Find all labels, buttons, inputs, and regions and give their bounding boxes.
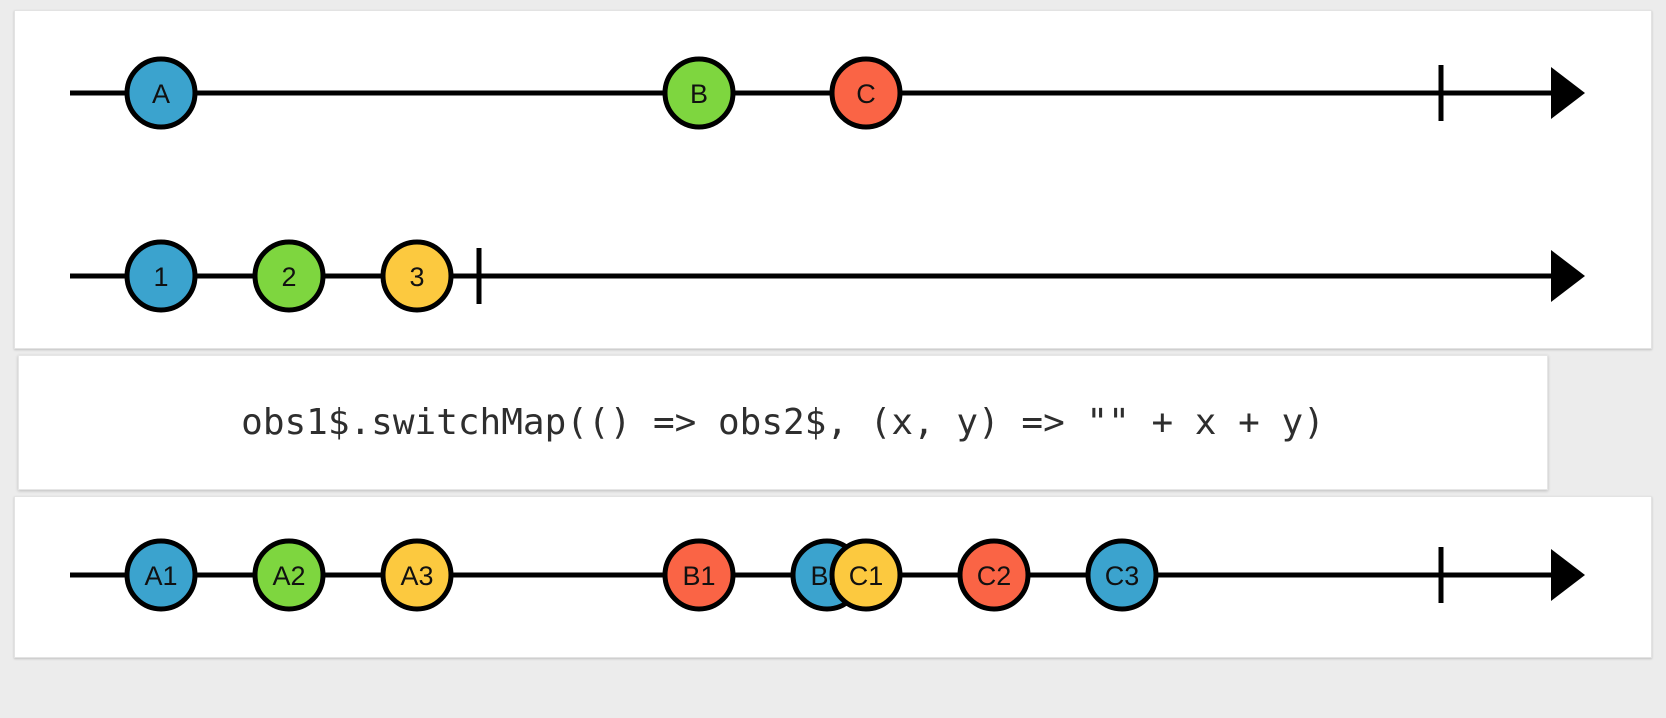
marble-label: A2 bbox=[272, 561, 305, 591]
timeline-arrow-icon bbox=[1551, 549, 1585, 601]
marble-label: B1 bbox=[682, 561, 715, 591]
marble-a[interactable]: A bbox=[124, 56, 198, 130]
marble-b1[interactable]: B1 bbox=[662, 538, 736, 612]
marble-2[interactable]: 2 bbox=[252, 239, 326, 313]
timeline-arrow-icon bbox=[1551, 67, 1585, 119]
marble-label: A bbox=[152, 79, 170, 109]
marble-circle[interactable] bbox=[380, 538, 454, 612]
marble-circle[interactable] bbox=[957, 538, 1031, 612]
marble-circle[interactable] bbox=[252, 239, 326, 313]
marble-circle[interactable] bbox=[252, 538, 326, 612]
marble-a3[interactable]: A3 bbox=[380, 538, 454, 612]
marble-circle[interactable] bbox=[124, 538, 198, 612]
timeline-obs2: 1 2 3 bbox=[15, 183, 1651, 350]
marble-1[interactable]: 1 bbox=[124, 239, 198, 313]
timeline-arrow-icon bbox=[1551, 250, 1585, 302]
marble-circle[interactable] bbox=[1085, 538, 1159, 612]
marble-circle[interactable] bbox=[380, 239, 454, 313]
marble-label: A3 bbox=[400, 561, 433, 591]
marble-label: A1 bbox=[144, 561, 177, 591]
marble-label: 2 bbox=[281, 262, 296, 292]
marble-c3[interactable]: C3 bbox=[1085, 538, 1159, 612]
marble-circle[interactable] bbox=[124, 239, 198, 313]
marble-label: C bbox=[856, 79, 876, 109]
marble-c[interactable]: C bbox=[829, 56, 903, 130]
marble-label: C1 bbox=[849, 561, 884, 591]
marble-label: B bbox=[690, 79, 708, 109]
marble-circle[interactable] bbox=[829, 56, 903, 130]
marble-circle[interactable] bbox=[662, 538, 736, 612]
timeline-obs1: A B C bbox=[15, 11, 1651, 348]
marble-b[interactable]: B bbox=[662, 56, 736, 130]
marble-circle[interactable] bbox=[124, 56, 198, 130]
operator-code-text: obs1$.switchMap(() => obs2$, (x, y) => "… bbox=[241, 402, 1325, 443]
marble-a1[interactable]: A1 bbox=[124, 538, 198, 612]
input-timelines-panel: A B C 1 2 3 bbox=[14, 10, 1652, 349]
operator-code-panel: obs1$.switchMap(() => obs2$, (x, y) => "… bbox=[18, 355, 1548, 490]
marble-circle[interactable] bbox=[829, 538, 903, 612]
marble-label: 1 bbox=[153, 262, 168, 292]
marble-c2[interactable]: C2 bbox=[957, 538, 1031, 612]
marble-3[interactable]: 3 bbox=[380, 239, 454, 313]
marble-c1[interactable]: C1 bbox=[829, 538, 903, 612]
marble-circle[interactable] bbox=[662, 56, 736, 130]
marble-label: C2 bbox=[977, 561, 1012, 591]
marble-label: 3 bbox=[409, 262, 424, 292]
marble-a2[interactable]: A2 bbox=[252, 538, 326, 612]
marble-label: C3 bbox=[1105, 561, 1140, 591]
